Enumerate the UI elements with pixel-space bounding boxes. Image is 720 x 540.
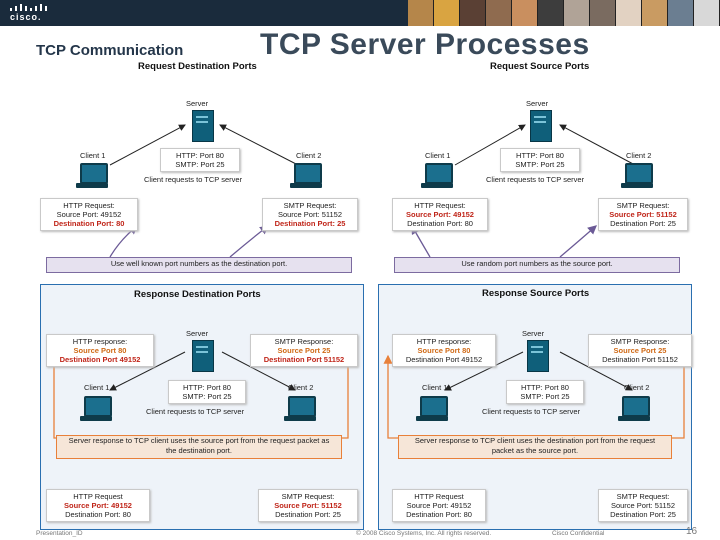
arrow-server-to-client1-br (444, 351, 524, 391)
server-label: Server (186, 99, 209, 108)
client1-label: Client 1 (80, 151, 106, 160)
header-photo-strip (408, 0, 720, 26)
banner-arrow-right-tr (559, 225, 597, 258)
footer-copyright: © 2008 Cisco Systems, Inc. All rights re… (356, 530, 492, 537)
panel-title-request-destination: Request Destination Ports (138, 61, 257, 72)
orange-arrow-left-bl (49, 354, 72, 439)
header-photo (564, 0, 590, 26)
client2-label: Client 2 (296, 151, 322, 160)
client2-label-br: Client 2 (624, 383, 650, 392)
header-photo (616, 0, 642, 26)
footer-confidential: Cisco Confidential (552, 530, 605, 537)
server-icon (192, 110, 214, 142)
arrow-server-to-client2-bl (221, 351, 296, 391)
page-number: 16 (686, 526, 698, 537)
arrow-client1-to-server-tr (454, 124, 526, 166)
header-photo (538, 0, 564, 26)
server-label-br: Server (522, 329, 545, 338)
arrow-server-to-client1-bl (109, 351, 186, 391)
server-icon-br (527, 340, 549, 372)
cisco-logo: cisco. (8, 4, 54, 22)
banner-request-source: Use random port numbers as the source po… (394, 257, 680, 273)
client2-label-bl: Client 2 (288, 383, 314, 392)
header-photo (512, 0, 538, 26)
cisco-logo-bars (10, 4, 50, 11)
banner-response-source: Server response to TCP client uses the d… (398, 435, 672, 459)
header-photo (486, 0, 512, 26)
cisco-logo-text: cisco. (10, 12, 42, 22)
client1-label-br: Client 1 (422, 383, 448, 392)
client-requests-label: Client requests to TCP server (144, 175, 243, 184)
orange-arrow-left-br (383, 354, 408, 439)
header-photo (408, 0, 434, 26)
orange-arrow-right-bl (330, 354, 353, 439)
orange-arrow-right-br (668, 354, 689, 439)
arrow-client1-to-server (109, 124, 186, 166)
footer-presentation-id: Presentation_ID (36, 530, 83, 537)
header-photo (642, 0, 668, 26)
server-icon-bl (192, 340, 214, 372)
client-requests-label-bl: Client requests to TCP server (146, 407, 245, 416)
server-label-bl: Server (186, 329, 209, 338)
arrow-client2-to-server (219, 124, 299, 166)
client1-label-bl: Client 1 (84, 383, 110, 392)
banner-response-destination: Server response to TCP client uses the s… (56, 435, 342, 459)
arrow-client2-to-server-tr (559, 124, 636, 166)
client1-label-tr: Client 1 (425, 151, 451, 160)
header-photo (434, 0, 460, 26)
client-requests-label-br: Client requests to TCP server (482, 407, 581, 416)
header-photo (668, 0, 694, 26)
panel-title-response-destination: Response Destination Ports (134, 289, 261, 300)
header-photo (590, 0, 616, 26)
client2-label-tr: Client 2 (626, 151, 652, 160)
client-requests-label-tr: Client requests to TCP server (486, 175, 585, 184)
server-label-tr: Server (526, 99, 549, 108)
arrow-server-to-client2-br (559, 351, 633, 391)
header-photo (460, 0, 486, 26)
server-icon-tr (530, 110, 552, 142)
page-title: TCP Server Processes (260, 28, 590, 61)
panel-title-request-source: Request Source Ports (490, 61, 590, 72)
banner-request-destination: Use well known port numbers as the desti… (46, 257, 352, 273)
section-title: TCP Communication (36, 42, 184, 59)
panel-title-response-source: Response Source Ports (482, 288, 590, 299)
